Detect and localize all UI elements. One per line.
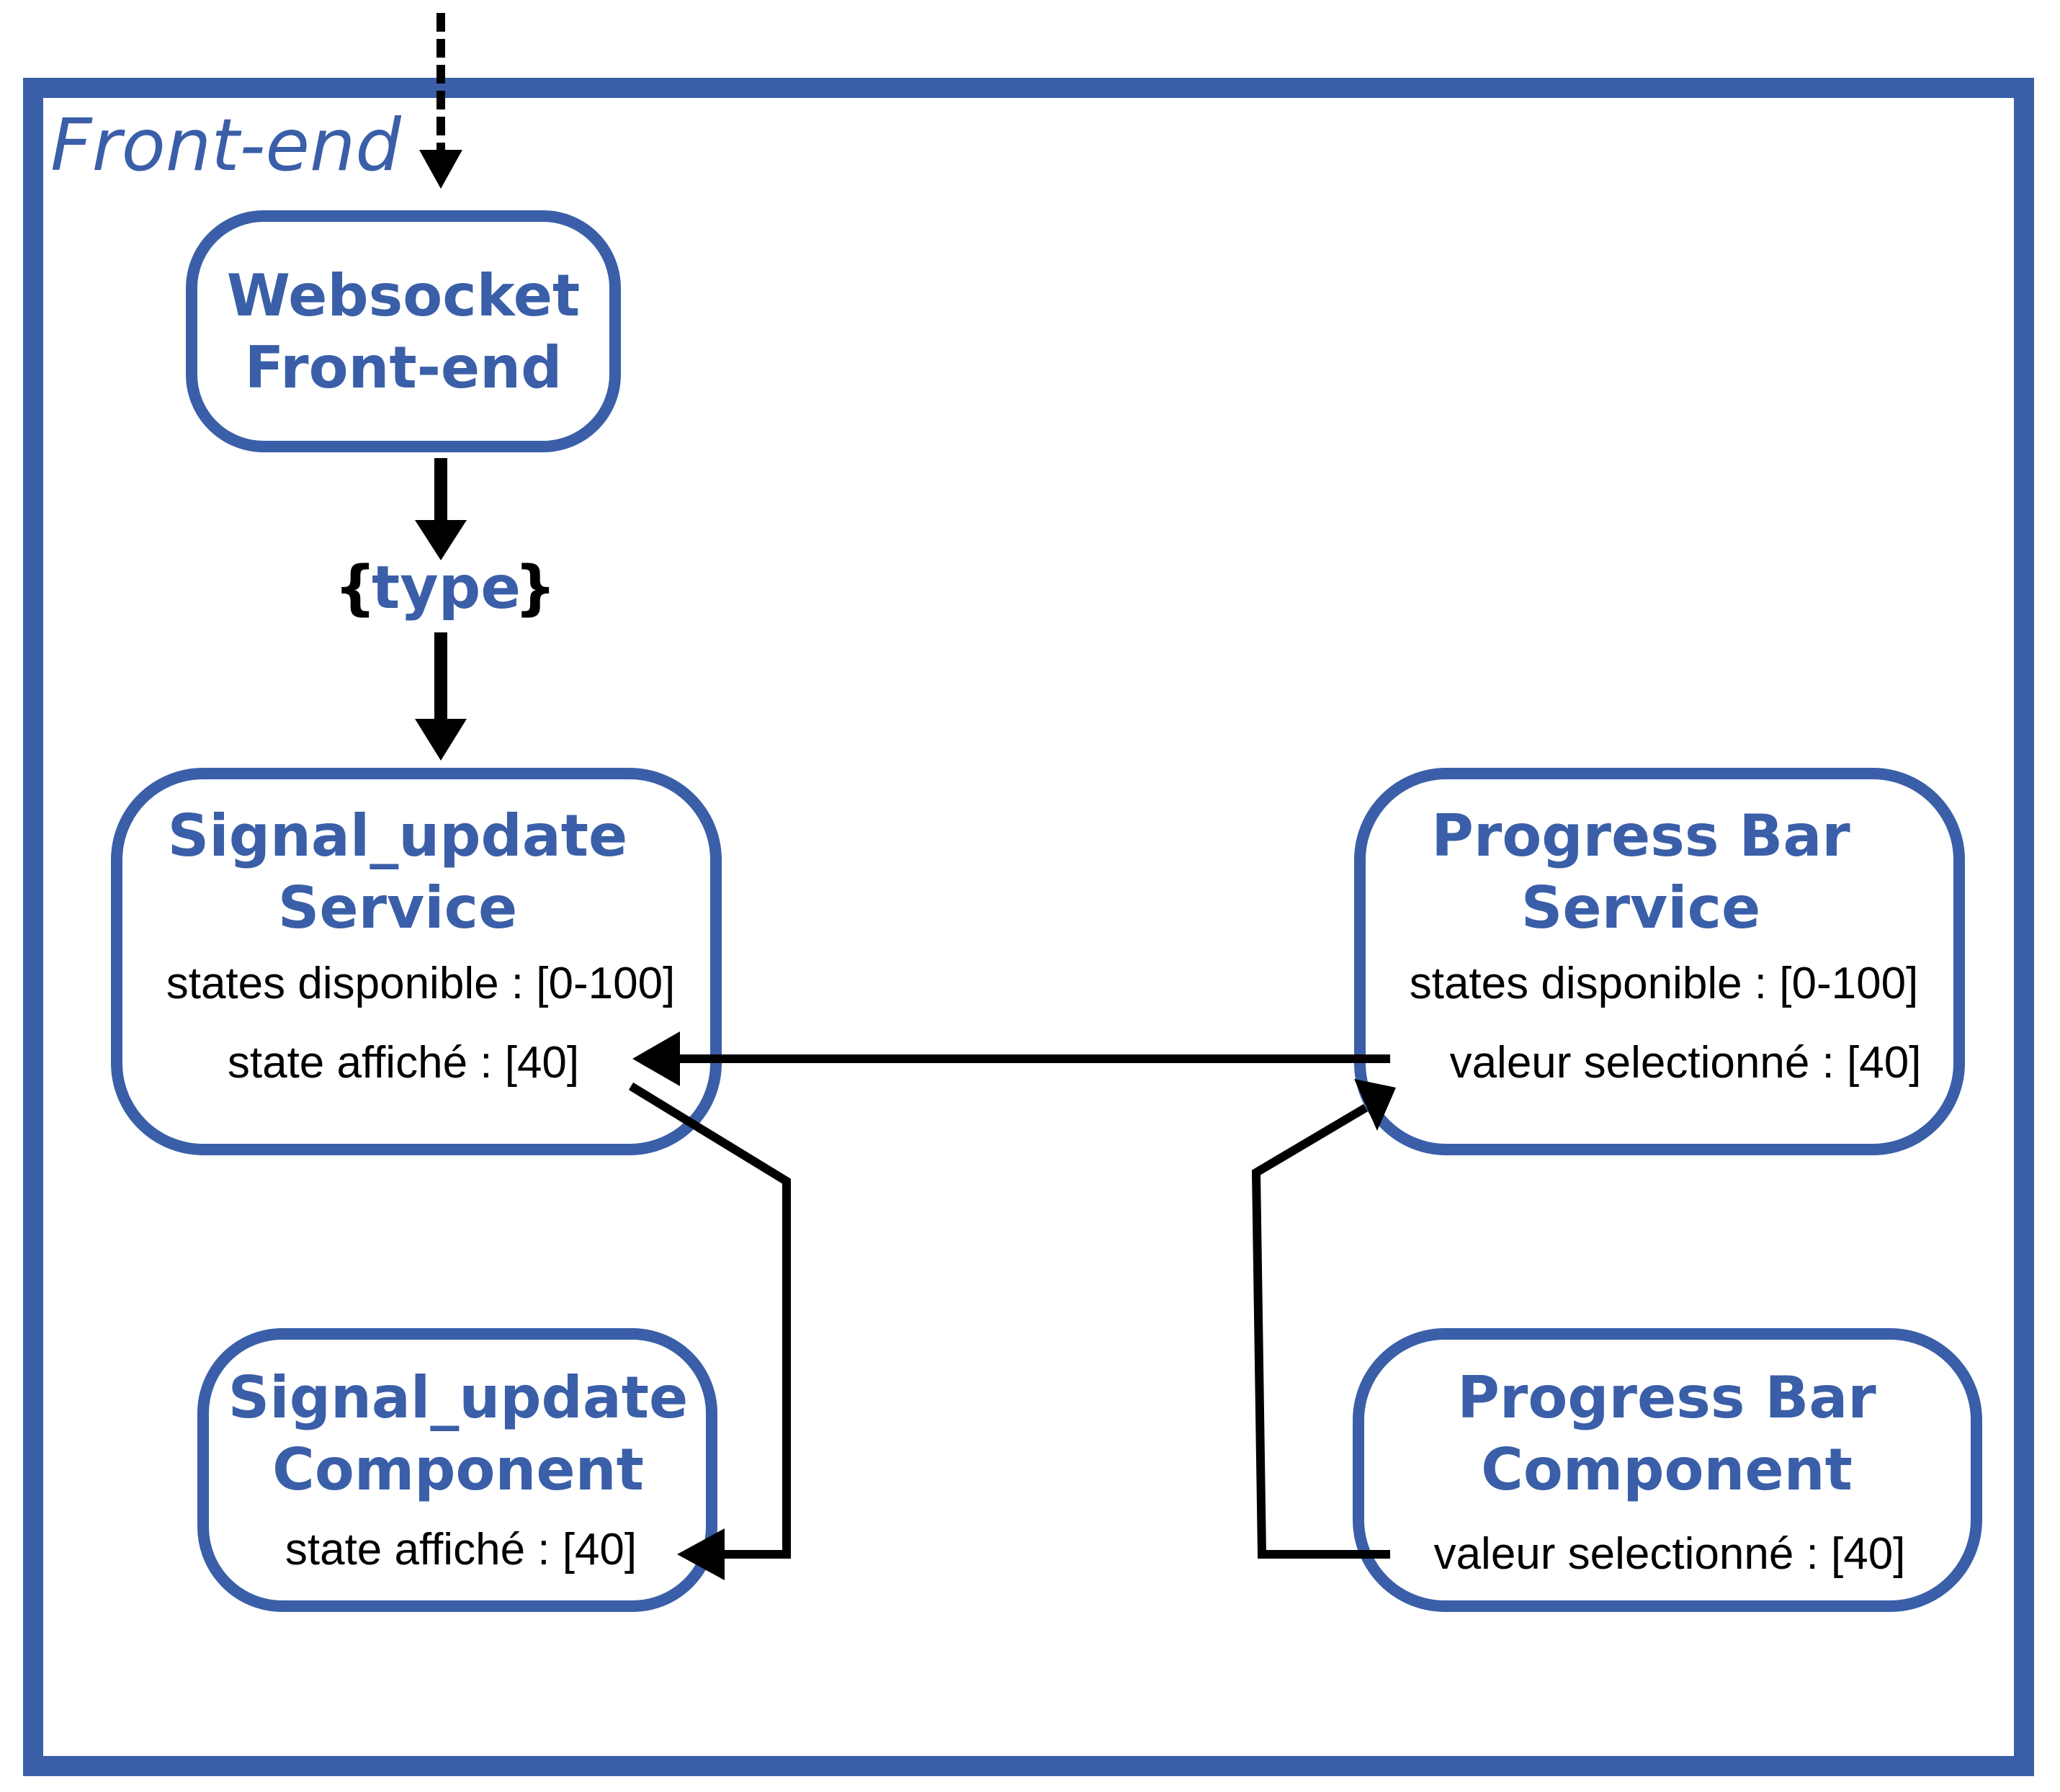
front-end-label: Front-end — [50, 103, 401, 187]
svg-text:valeur selectionné : [40]: valeur selectionné : [40] — [1450, 1038, 1922, 1088]
svg-text:Component: Component — [1481, 1436, 1853, 1503]
front-end-frame — [23, 78, 2034, 1776]
arrow-progress-component-to-progress-service — [1251, 1079, 1396, 1559]
svg-text:Progress Bar: Progress Bar — [1431, 802, 1850, 869]
progress-bar-service-node: Progress Bar Service states disponible :… — [1354, 768, 1965, 1155]
svg-text:}: } — [514, 554, 556, 622]
arrow-signal-service-to-signal-component — [628, 1082, 791, 1580]
svg-text:Front-end: Front-end — [245, 334, 563, 401]
incoming-dashed-arrow — [419, 13, 462, 189]
svg-text:Signal_update: Signal_update — [168, 802, 628, 869]
svg-text:states disponible : [0-100]: states disponible : [0-100] — [166, 959, 676, 1008]
arrow-websocket-to-type — [415, 458, 467, 560]
svg-text:states disponible : [0-100]: states disponible : [0-100] — [1410, 959, 1919, 1008]
svg-text:valeur selectionné : [40]: valeur selectionné : [40] — [1434, 1529, 1906, 1579]
svg-text:Signal_update: Signal_update — [228, 1364, 689, 1431]
progress-bar-component-node: Progress Bar Component valeur selectionn… — [1353, 1328, 1982, 1612]
websocket-frontend-node: Websocket Front-end — [186, 210, 621, 452]
svg-text:Component: Component — [272, 1436, 644, 1503]
svg-text:Service: Service — [278, 874, 518, 941]
svg-text:Websocket: Websocket — [227, 262, 580, 329]
svg-text:type: type — [372, 554, 521, 622]
arrow-progress-service-to-signal-service — [632, 1031, 1390, 1086]
svg-text:Progress Bar: Progress Bar — [1457, 1364, 1876, 1431]
svg-text:Service: Service — [1521, 874, 1761, 941]
signal-update-component-node: Signal_update Component state affiché : … — [197, 1328, 717, 1612]
edge-label-type: { type } — [334, 554, 556, 622]
arrow-type-to-signal-service — [415, 632, 467, 761]
svg-text:state affiché : [40]: state affiché : [40] — [228, 1038, 579, 1088]
signal-update-service-node: Signal_update Service states disponible … — [111, 768, 722, 1155]
svg-text:{: { — [334, 554, 376, 622]
svg-text:state affiché : [40]: state affiché : [40] — [285, 1525, 637, 1574]
